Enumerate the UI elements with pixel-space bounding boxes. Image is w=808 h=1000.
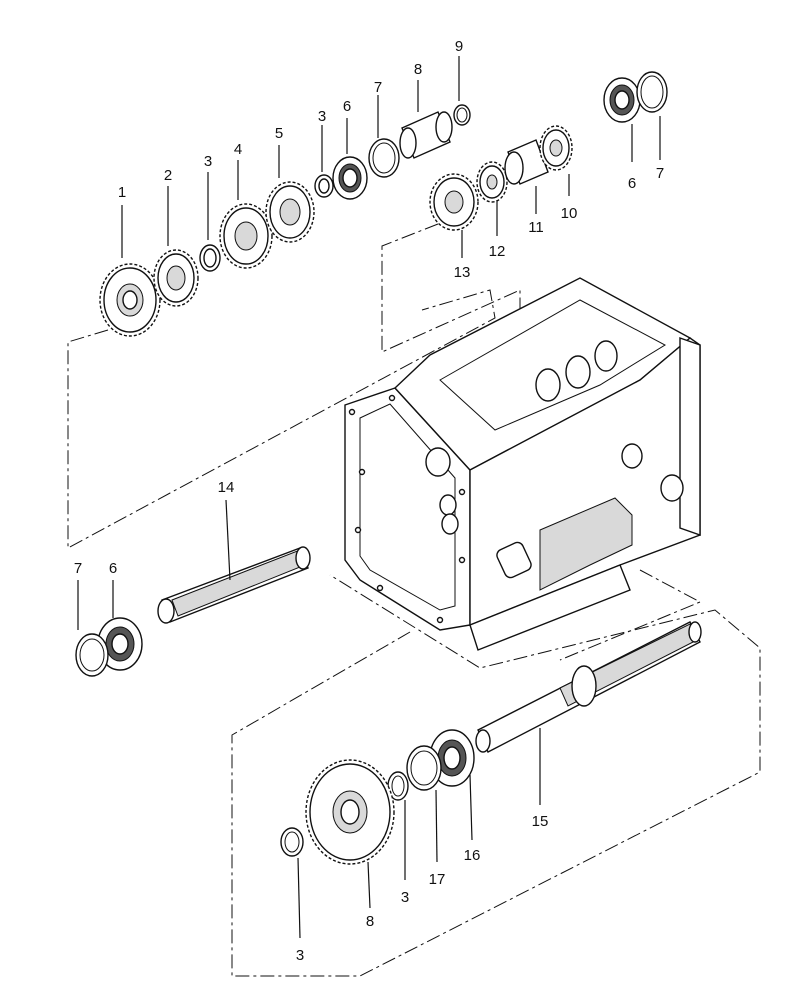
gear-12	[476, 161, 508, 203]
callout-13: 13	[454, 264, 471, 281]
transmission-housing	[344, 277, 701, 651]
flange-bolt	[358, 468, 366, 476]
phantom-line-lower-shaft	[231, 574, 761, 977]
callout-17: 17	[429, 871, 446, 888]
callout-15: 15	[532, 813, 549, 830]
housing-flange-inner	[359, 403, 456, 611]
callout-6: 6	[109, 560, 117, 577]
circlip-7c	[75, 633, 109, 677]
snap-ring-3a	[199, 244, 221, 272]
flange-bolt	[436, 616, 444, 624]
circlip-7a	[368, 138, 400, 178]
sleeve-8a	[399, 111, 453, 159]
housing-shaft-bore-1	[425, 447, 451, 477]
housing-boss	[496, 541, 532, 579]
flange-bolt	[348, 408, 356, 416]
housing-side-port-2	[660, 474, 684, 502]
housing-bore-3	[594, 340, 618, 372]
circlip-7b	[636, 71, 668, 113]
housing-side-cover	[539, 497, 633, 591]
callout-1: 1	[118, 184, 126, 201]
callout-3: 3	[296, 947, 304, 964]
gear-13	[429, 173, 479, 231]
callout-9: 9	[455, 38, 463, 55]
housing-shaft-bore-2	[439, 494, 457, 516]
gear-8b	[305, 759, 395, 865]
callout-11: 11	[528, 219, 544, 236]
snap-ring-3b	[314, 174, 334, 198]
callout-7: 7	[656, 165, 664, 182]
callout-7: 7	[74, 560, 82, 577]
flange-bolt	[458, 488, 466, 496]
callout-6: 6	[343, 98, 351, 115]
callout-10: 10	[561, 205, 578, 222]
snap-ring-3d	[280, 827, 304, 857]
housing-rear-flange	[679, 337, 701, 536]
phantom-line-bearing-bore	[559, 569, 702, 661]
input-shaft-group	[75, 546, 311, 677]
callout-16: 16	[464, 847, 481, 864]
bearing-6a	[332, 156, 368, 200]
callout-3: 3	[204, 153, 212, 170]
housing-top-opening	[439, 299, 667, 431]
gear-5	[265, 181, 315, 243]
housing-side-port-1	[621, 443, 643, 469]
leader-lines	[77, 56, 661, 939]
upper-gear-cluster	[99, 138, 400, 337]
housing-shaft-bore-3	[441, 513, 459, 535]
output-shaft-group	[280, 621, 702, 865]
circlip-17	[406, 745, 442, 791]
housing-bore-2	[565, 355, 591, 389]
gear-1	[99, 263, 161, 337]
bearing-6b	[603, 77, 641, 123]
sleeve-11	[504, 139, 549, 185]
housing-lower-skirt	[469, 564, 631, 651]
snap-ring-3c	[387, 771, 409, 801]
flange-bolt	[354, 526, 362, 534]
countershaft-group	[399, 71, 668, 231]
callout-3: 3	[318, 108, 326, 125]
callout-2: 2	[164, 167, 172, 184]
gear-2	[153, 249, 199, 307]
callout-6: 6	[628, 175, 636, 192]
callout-5: 5	[275, 125, 283, 142]
callout-labels: 1 2 3 4 5 3 6 7 8 9 6 7 10 11 12 13 14 7…	[74, 38, 664, 964]
callout-14: 14	[218, 479, 235, 496]
callout-12: 12	[489, 243, 506, 260]
gear-4	[219, 203, 273, 269]
flange-bolt	[458, 556, 466, 564]
callout-3: 3	[401, 889, 409, 906]
gear-10	[539, 125, 573, 171]
callout-4: 4	[234, 141, 242, 158]
callout-8: 8	[366, 913, 374, 930]
flange-bolt	[388, 394, 396, 402]
phantom-line-upper-gears	[67, 289, 496, 549]
snap-ring-9	[453, 104, 471, 126]
callout-8: 8	[414, 61, 422, 78]
flange-bolt	[376, 584, 384, 592]
housing-bore-1	[535, 368, 561, 402]
callout-7: 7	[374, 79, 382, 96]
shaft-14	[157, 546, 311, 624]
shaft-15	[475, 621, 702, 753]
